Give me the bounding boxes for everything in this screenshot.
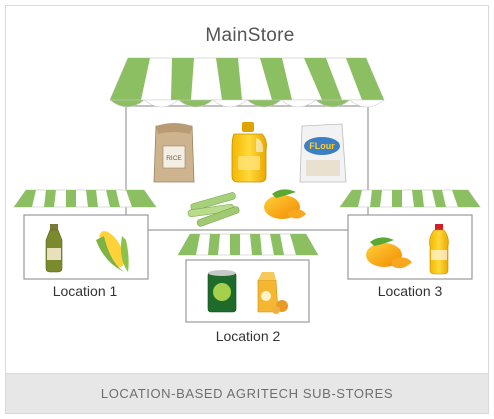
location-3-label: Location 3	[377, 283, 443, 299]
awning-scallop	[348, 99, 385, 108]
oil-bottle-icon	[429, 224, 449, 275]
rice-bag-icon: RICE	[153, 123, 195, 183]
location-3-box	[347, 214, 473, 280]
flour-bag-icon: FLour	[299, 123, 347, 183]
location-2-box	[185, 259, 310, 323]
diagram-caption: LOCATION-BASED AGRITECH SUB-STORES	[100, 386, 394, 401]
juice-carton-icon	[257, 272, 288, 314]
svg-text:FLour: FLour	[309, 141, 335, 151]
location-1-box	[23, 214, 149, 280]
location-1-store	[13, 189, 157, 280]
location-1-label: Location 1	[52, 283, 118, 299]
location-2-label: Location 2	[215, 328, 281, 344]
mango-icon	[366, 237, 412, 269]
sugarcane-icon	[187, 192, 240, 227]
main-store-title: MainStore	[205, 25, 295, 46]
location-3-awning	[339, 189, 481, 208]
caption-bar	[5, 373, 489, 414]
location-3-store	[339, 189, 481, 280]
oil-bottle-icon	[45, 224, 63, 273]
main-store-awning	[109, 57, 385, 108]
mango-icon	[264, 189, 306, 219]
can-icon	[207, 270, 237, 313]
corn-icon	[96, 231, 129, 272]
oil-jug-icon	[231, 122, 267, 183]
location-2-store	[177, 233, 319, 323]
location-1-awning	[13, 189, 157, 208]
location-2-awning	[177, 233, 319, 256]
svg-text:RICE: RICE	[166, 155, 182, 162]
